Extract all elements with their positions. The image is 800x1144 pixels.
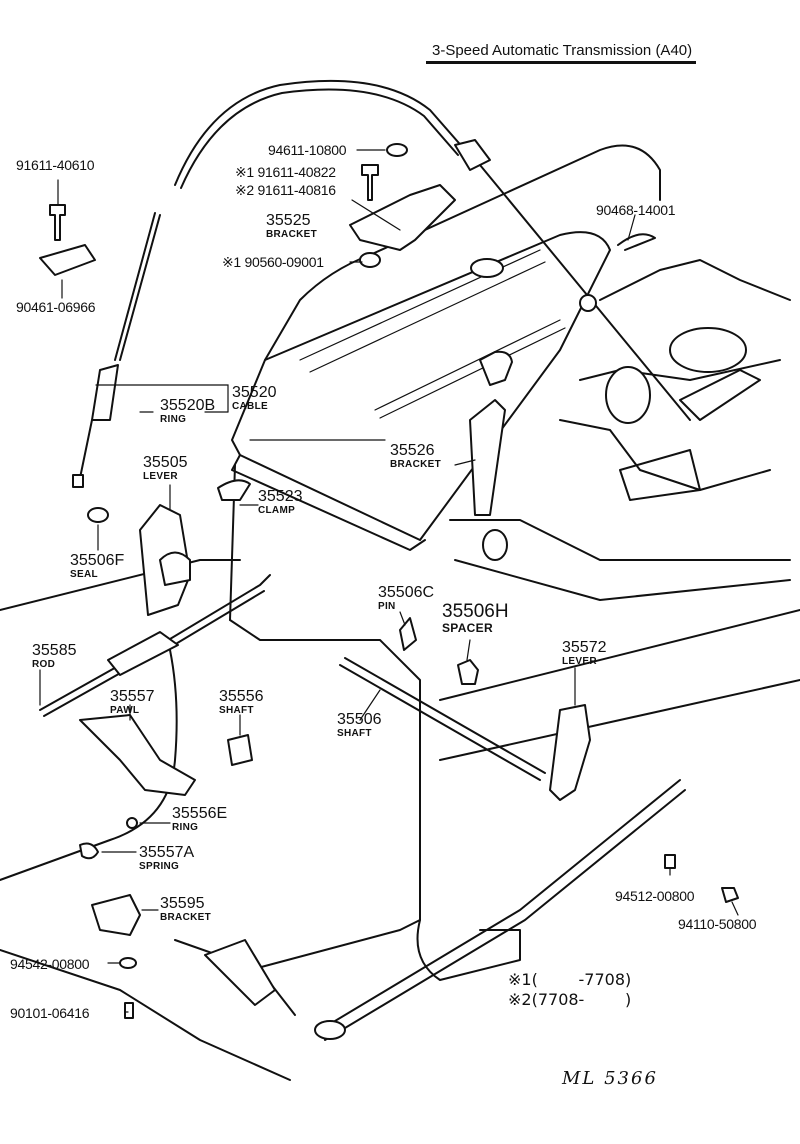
part-name: BRACKET xyxy=(160,912,211,923)
note-mark: ※1 xyxy=(508,970,532,989)
part-number: 35525 xyxy=(266,212,311,229)
callout-35556: 35556 SHAFT xyxy=(219,689,264,716)
part-number: 35523 xyxy=(258,488,303,505)
callout-94110-50800: 94110-50800 xyxy=(678,917,756,931)
part-number: 35520B xyxy=(160,397,216,414)
note-mark: ※2 xyxy=(508,990,532,1009)
part-name: LEVER xyxy=(143,471,178,482)
part-number: 35520 xyxy=(232,384,277,401)
callout-35526: 35526 BRACKET xyxy=(390,443,441,470)
leader-lines xyxy=(39,149,739,1013)
callout-91611-40816: ※2 91611-40816 xyxy=(235,183,336,197)
callout-90468-14001: 90468-14001 xyxy=(596,202,676,218)
callout-90101-06416: 90101-06416 xyxy=(10,1005,90,1021)
callout-94512-00800: 94512-00800 xyxy=(615,888,695,904)
callout-35585: 35585 ROD xyxy=(32,643,77,670)
part-name: RING xyxy=(160,414,187,425)
note-2: ※2(7708- ) xyxy=(508,990,631,1009)
callout-35572: 35572 LEVER xyxy=(562,640,607,667)
part-name: LEVER xyxy=(562,656,597,667)
body-frame-drawing xyxy=(0,559,800,1081)
callout-35505: 35505 LEVER xyxy=(143,455,188,482)
part-number: 35585 xyxy=(32,642,77,659)
callout-35506: 35506 SHAFT xyxy=(337,712,382,739)
part-number: 91611-40610 xyxy=(16,157,95,173)
part-number: 94611-10800 xyxy=(268,142,347,158)
part-number: ※1 91611-40822 xyxy=(235,164,336,180)
part-number: 35526 xyxy=(390,442,435,459)
part-name: CABLE xyxy=(232,401,268,412)
callout-35557a: 35557A SPRING xyxy=(139,845,194,872)
part-name: ROD xyxy=(32,659,56,670)
callout-35506f: 35506F SEAL xyxy=(70,553,124,580)
part-name: BRACKET xyxy=(390,459,441,470)
callout-35506h: 35506H SPACER xyxy=(442,602,509,634)
part-name: BRACKET xyxy=(266,229,317,240)
part-number: 94542-00800 xyxy=(10,956,90,972)
hardware-drawing xyxy=(39,143,739,1041)
callout-94611-10800: 94611-10800 xyxy=(268,143,346,157)
part-number: 35506 xyxy=(337,711,382,728)
part-number: 94512-00800 xyxy=(615,888,695,904)
drawing-code: ML 5366 xyxy=(562,1068,658,1089)
note-1: ※1( -7708) xyxy=(508,970,631,989)
part-number: ※2 91611-40816 xyxy=(235,182,336,198)
part-name: SPACER xyxy=(442,621,493,635)
diagram-title: 3-Speed Automatic Transmission (A40) xyxy=(426,42,697,64)
part-number: 90468-14001 xyxy=(596,202,676,218)
part-number: 35505 xyxy=(143,454,188,471)
shift-cable-drawing xyxy=(72,79,691,488)
callout-91611-40610: 91611-40610 xyxy=(16,158,94,172)
transmission-drawing xyxy=(449,259,791,601)
callout-35520b: 35520B RING xyxy=(160,398,215,425)
part-number: 35557A xyxy=(139,844,195,861)
note-range: (7708- ) xyxy=(531,990,632,1009)
callout-35523: 35523 CLAMP xyxy=(258,489,303,516)
callout-35556e: 35556E RING xyxy=(172,806,227,833)
part-number: 35556E xyxy=(172,805,228,822)
part-number: 94110-50800 xyxy=(678,916,757,932)
note-range: ( -7708) xyxy=(531,970,632,989)
part-name: RING xyxy=(172,822,199,833)
callout-35506c: 35506C PIN xyxy=(378,585,434,612)
callout-35557: 35557 PAWL xyxy=(110,689,155,716)
part-name: PAWL xyxy=(110,705,140,716)
part-number: 90461-06966 xyxy=(16,299,96,315)
part-number: ※1 90560-09001 xyxy=(222,254,324,270)
part-number: 35556 xyxy=(219,688,264,705)
callout-35525: 35525 BRACKET xyxy=(266,213,317,240)
part-number: 35557 xyxy=(110,688,155,705)
callout-35520: 35520 CABLE xyxy=(232,385,277,412)
callout-94542-00800: 94542-00800 xyxy=(10,956,90,972)
part-number: 35506H xyxy=(442,601,509,622)
part-number: 35506C xyxy=(378,584,435,601)
part-name: CLAMP xyxy=(258,505,296,516)
part-name: SHAFT xyxy=(337,728,372,739)
part-name: PIN xyxy=(378,601,396,612)
part-number: 35506F xyxy=(70,552,125,569)
callout-35595: 35595 BRACKET xyxy=(160,896,211,923)
callout-91611-40822: ※1 91611-40822 xyxy=(235,165,336,179)
part-name: SHAFT xyxy=(219,705,254,716)
callout-90560-09001: ※1 90560-09001 xyxy=(222,255,324,269)
callout-90461-06966: 90461-06966 xyxy=(16,299,96,315)
part-name: SPRING xyxy=(139,861,180,872)
part-number: 35595 xyxy=(160,895,205,912)
part-name: SEAL xyxy=(70,569,98,580)
part-number: 90101-06416 xyxy=(10,1005,90,1021)
part-number: 35572 xyxy=(562,639,607,656)
